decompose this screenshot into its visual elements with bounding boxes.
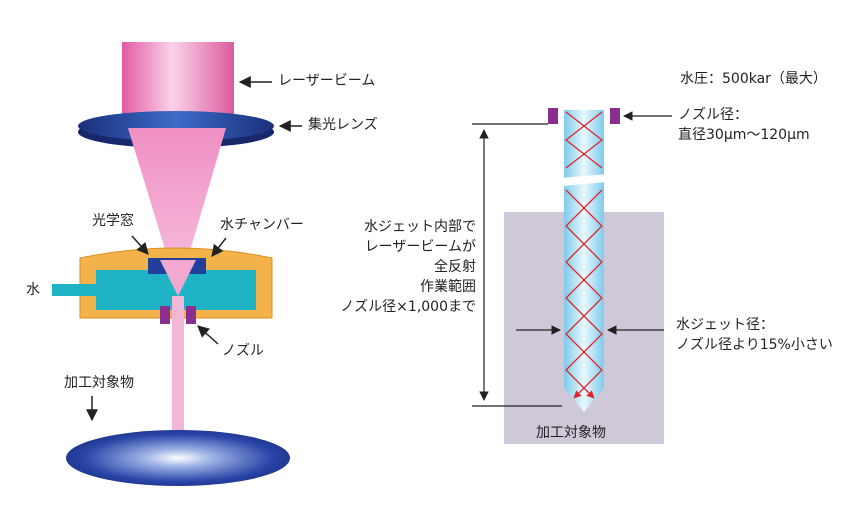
reflection-path-upper-a [565, 111, 604, 169]
jet-diameter-title: 水ジェット径： [676, 317, 774, 333]
range-label-line2: レーザービームが [364, 239, 476, 255]
optical-window-arrow [131, 235, 149, 255]
nozzle-left [160, 306, 170, 324]
workpiece-disc [66, 430, 290, 486]
nozzle-diameter-title: ノズル径： [678, 107, 748, 123]
left-workpiece-label: 加工対象物 [64, 375, 134, 391]
range-label-line4: 作業範囲 [420, 279, 476, 295]
focusing-lens-label: 集光レンズ [308, 117, 378, 133]
laser-beam-column [122, 42, 234, 124]
optical-window-label: 光学窓 [92, 213, 134, 229]
nozzle-arrow [197, 325, 219, 345]
water-jet-lower [564, 182, 604, 412]
right-workpiece-label: 加工対象物 [536, 425, 606, 441]
nozzle-block-right [610, 108, 620, 124]
water-label: 水 [26, 282, 40, 298]
range-label-line3: 全反射 [434, 259, 476, 275]
laser-cone [128, 128, 226, 292]
nozzle-label: ノズル [222, 343, 264, 359]
water-chamber-arrow [211, 237, 227, 257]
nozzle-right [186, 306, 196, 324]
laser-beam-label: レーザービーム [278, 73, 376, 89]
nozzle-diameter-value: 直径30μm〜120μm [678, 127, 810, 143]
nozzle-block-left [548, 108, 558, 124]
range-label-line5: ノズル径×1,000まで [340, 299, 476, 315]
reflection-path-lower-a [565, 189, 603, 399]
reflection-path-lower-b [565, 189, 603, 399]
laser-cone-lower [160, 260, 196, 296]
water-jet-upper [564, 110, 604, 178]
water-pressure-label: 水圧：500kar（最大） [680, 71, 827, 87]
water-chamber-label: 水チャンバー [220, 217, 304, 233]
jet-break [560, 174, 608, 186]
jet-diameter-value: ノズル径より15%小さい [676, 337, 833, 353]
range-label-line1: 水ジェット内部で [364, 219, 476, 235]
water-inlet [52, 284, 100, 296]
focusing-lens [78, 111, 274, 141]
reflection-path-upper-b [564, 111, 603, 169]
water-jet-left [172, 296, 184, 458]
